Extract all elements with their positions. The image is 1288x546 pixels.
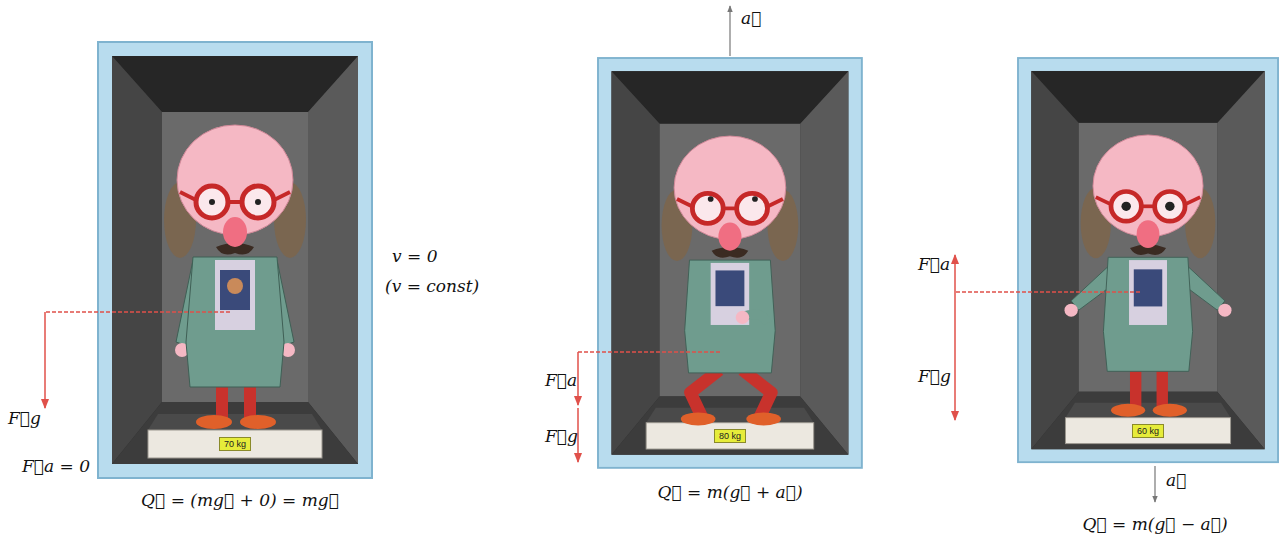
illustration-part (730, 6, 1155, 502)
illustration-part (1081, 135, 1216, 258)
inertial-force-arrow (954, 255, 956, 292)
illustration-part (1018, 58, 1278, 462)
illustration-part (240, 415, 276, 429)
gravity-arrow (44, 312, 46, 408)
illustration-part (1111, 404, 1145, 417)
scale-display: 60 kg (1132, 424, 1164, 438)
weight-reading: 70 kg (224, 438, 246, 450)
illustration-part (1134, 269, 1162, 306)
illustration-part (746, 412, 781, 425)
illustration-part (1121, 202, 1130, 211)
illustration-part (215, 260, 255, 330)
illustration-part (711, 263, 750, 325)
illustration-part (1153, 404, 1187, 417)
illustration-part (708, 196, 714, 202)
illustration-part (715, 270, 744, 306)
acceleration-arrow (729, 6, 730, 56)
elevator-panel (598, 58, 862, 468)
force-label: F⃗g (545, 424, 578, 448)
reference-line (955, 291, 1140, 293)
illustration-part (1218, 304, 1231, 317)
illustration-part (742, 370, 771, 417)
illustration-part (1129, 260, 1167, 325)
velocity-note: v = 0 (392, 244, 437, 268)
illustration-part (196, 415, 232, 429)
illustration-part (1157, 369, 1168, 406)
force-label: F⃗a = 0 (22, 454, 90, 478)
inertial-force-arrow (577, 352, 579, 405)
illustration-part (220, 270, 250, 310)
force-label: F⃗a (545, 368, 577, 392)
acceleration-arrow (1154, 466, 1155, 502)
formula: Q⃗ = m(g⃗ − a⃗) (1082, 512, 1227, 536)
scale-display: 70 kg (219, 437, 251, 451)
illustration-part (45, 255, 1140, 462)
elevator-panel (1018, 58, 1278, 462)
illustration-part (685, 260, 776, 373)
force-label: F⃗g (918, 364, 951, 388)
illustration-part (736, 311, 749, 324)
illustration-part (209, 199, 215, 205)
illustration-part (186, 257, 284, 387)
gravity-arrow (954, 292, 956, 420)
formula: Q⃗ = (mg⃗ + 0) = mg⃗ (141, 488, 339, 512)
illustration-part (255, 199, 261, 205)
illustration-part (164, 125, 306, 258)
scale-display: 80 kg (714, 429, 746, 443)
illustration-part (1165, 202, 1174, 211)
weight-reading: 80 kg (719, 430, 741, 442)
acceleration-label: a⃗ (741, 6, 761, 30)
illustration-part (1103, 257, 1192, 371)
velocity-note: (v = const) (385, 274, 479, 298)
illustration-part (1130, 369, 1141, 406)
formula: Q⃗ = m(g⃗ + a⃗) (657, 480, 802, 504)
elevator-panel (98, 42, 372, 478)
illustration-part (690, 370, 719, 417)
illustration-part (662, 136, 799, 261)
force-label: F⃗a (918, 252, 950, 276)
illustration-part (1065, 304, 1078, 317)
illustration-part (681, 412, 716, 425)
weight-reading: 60 kg (1137, 425, 1159, 437)
reference-line (578, 351, 720, 353)
illustration-part (98, 42, 372, 478)
acceleration-label: a⃗ (1166, 468, 1186, 492)
reference-line (45, 311, 230, 313)
illustration-part (598, 58, 862, 468)
illustration-part (227, 278, 243, 294)
illustration-part (752, 196, 758, 202)
force-label: F⃗g (8, 406, 41, 430)
